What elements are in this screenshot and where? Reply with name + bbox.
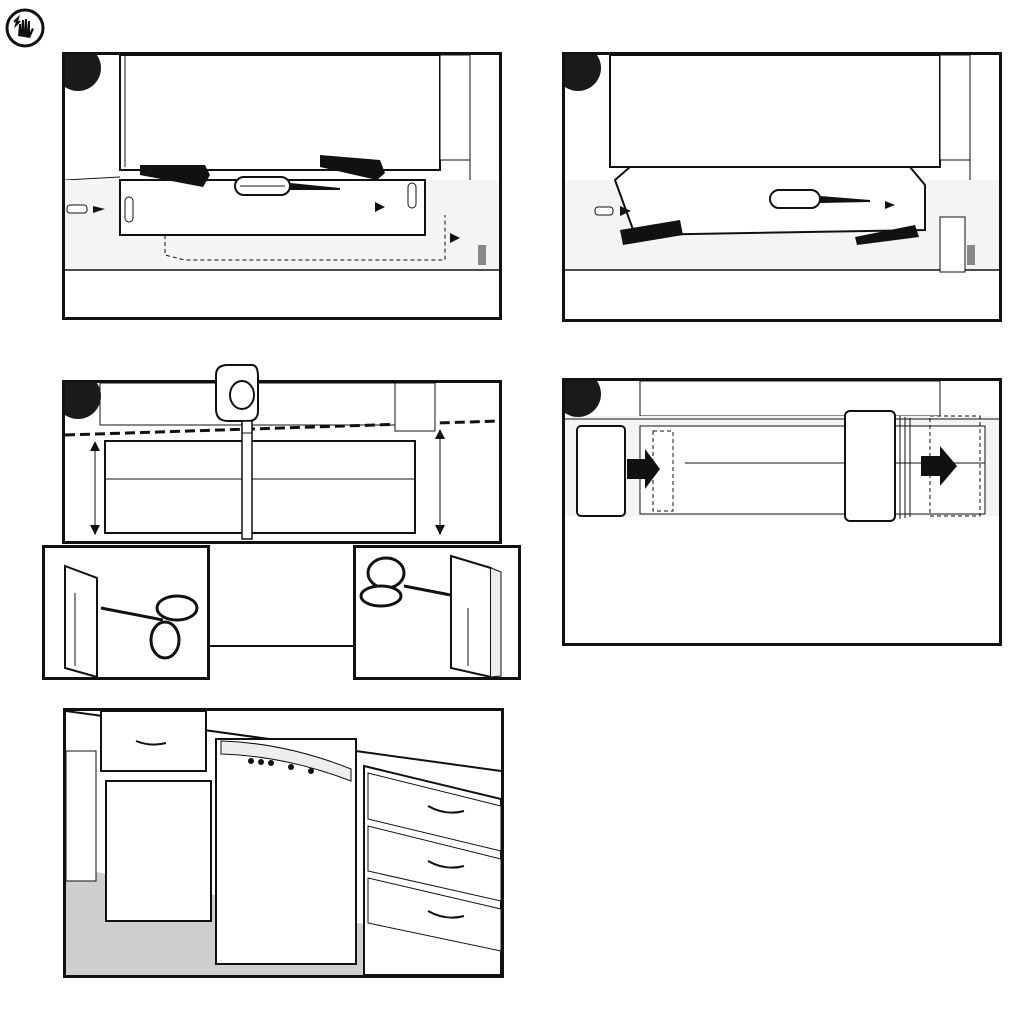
step-1-panel (62, 52, 502, 320)
scissors-right-inset (353, 545, 521, 680)
tape-measure-icon (214, 363, 260, 543)
step-4-panel (562, 378, 1002, 646)
step-2-panel (562, 52, 1002, 322)
scissors-left-inset (42, 545, 210, 680)
inset-connector-line (210, 645, 353, 647)
step-3-panel (62, 380, 502, 544)
dishwasher-installed-illustration (63, 708, 504, 978)
electrical-shock-hand-icon (5, 8, 45, 48)
